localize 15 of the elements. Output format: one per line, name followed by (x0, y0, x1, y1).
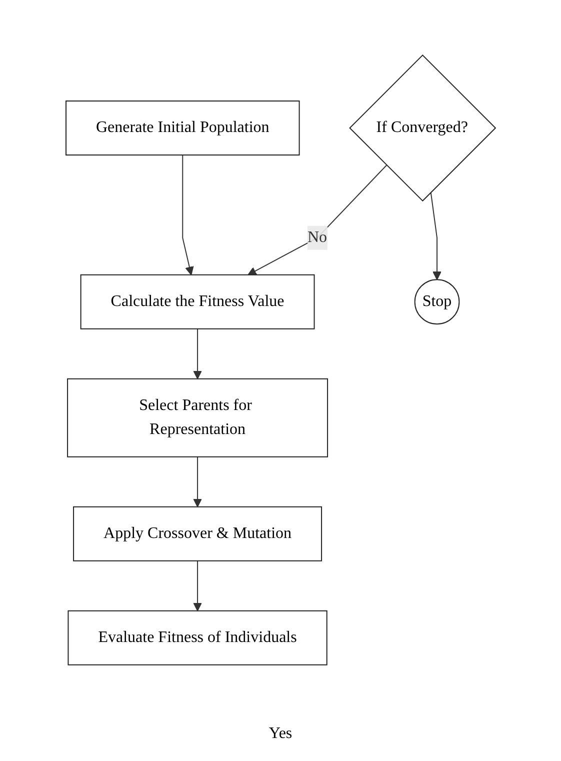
node-box: Calculate the Fitness Value (80, 274, 315, 330)
arrow (192, 560, 202, 612)
branch-label: Yes (268, 725, 292, 742)
arrow (247, 164, 387, 276)
node-circle: Stop (414, 279, 460, 324)
node-diamond: If Converged? (348, 54, 496, 202)
edge-label: No (307, 228, 327, 246)
node-box: Generate Initial Population (65, 100, 300, 156)
node-box: Apply Crossover & Mutation (72, 506, 322, 562)
arrow (182, 154, 194, 276)
arrow (192, 328, 202, 380)
node-box: Select Parents for Representation (66, 378, 328, 458)
node-box: Evaluate Fitness of Individuals (67, 610, 328, 666)
arrow (430, 192, 442, 280)
arrow (192, 456, 202, 508)
